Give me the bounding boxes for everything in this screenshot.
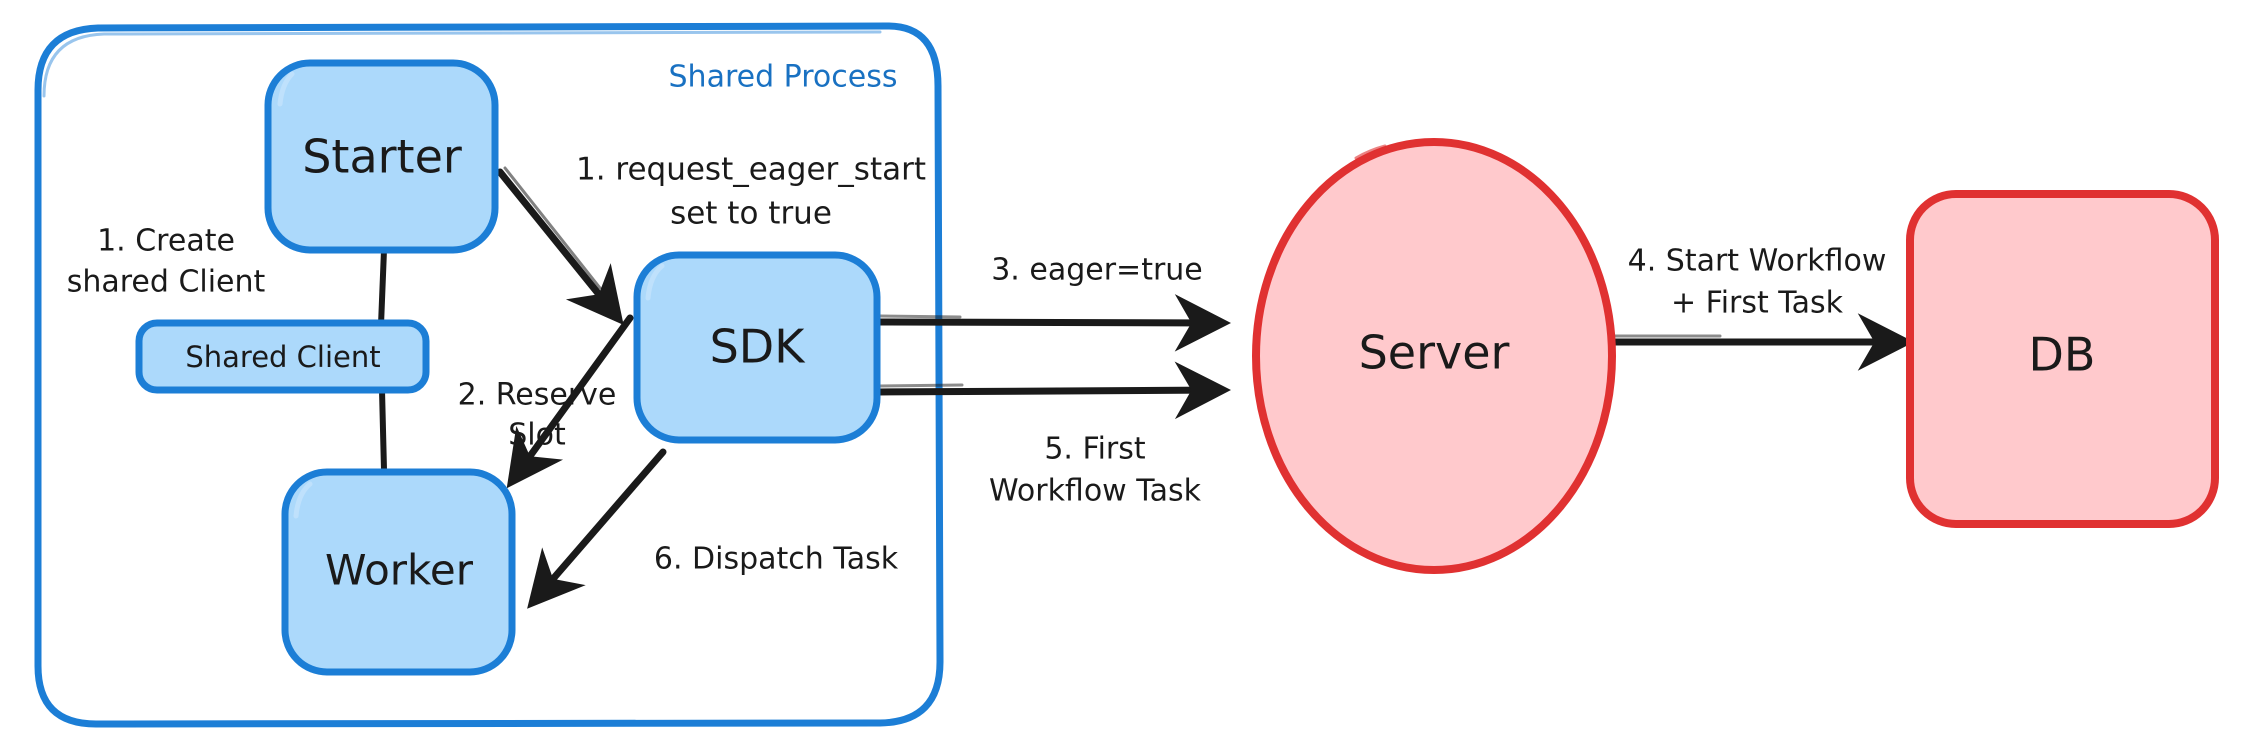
node-sdk-shape[interactable] bbox=[633, 251, 881, 444]
shared-process-border-sketch bbox=[42, 30, 882, 98]
node-db[interactable]: DB bbox=[1906, 190, 2219, 528]
edge-label-dispatch-task: 6. Dispatch Task bbox=[654, 542, 899, 577]
edge-first-workflow-task-line bbox=[874, 361, 1231, 420]
shared-process-border bbox=[34, 22, 944, 728]
node-worker-shape[interactable] bbox=[281, 468, 516, 676]
edge-label-eager-true: 3. eager=true bbox=[991, 253, 1203, 288]
edge-start-workflow bbox=[1606, 313, 1914, 371]
edge-eager-true-sketch bbox=[878, 314, 962, 319]
node-shared-client-label: Shared Client bbox=[185, 340, 380, 374]
edge-dispatch-task bbox=[527, 448, 667, 609]
node-server-shape[interactable] bbox=[1252, 138, 1616, 574]
edge-label-request-eager-start-line2: set to true bbox=[670, 196, 832, 232]
edge-label-eager-true-line1: 3. eager=true bbox=[991, 253, 1203, 288]
node-server-label: Server bbox=[1359, 326, 1510, 380]
edge-create-shared-client bbox=[378, 247, 387, 328]
node-starter[interactable]: Starter bbox=[264, 59, 499, 254]
edge-label-request-eager-start-line1: 1. request_eager_start bbox=[576, 152, 926, 188]
node-starter-label: Starter bbox=[302, 130, 462, 184]
group-label-shared-process: Shared Process bbox=[669, 60, 898, 95]
edge-label-first-workflow-task-line1: 5. First bbox=[1044, 432, 1146, 467]
edge-eager-true-line bbox=[874, 294, 1231, 352]
edge-label-create-shared-client: 1. Create shared Client bbox=[67, 224, 266, 300]
node-server-sketch bbox=[1354, 144, 1387, 160]
edge-label-dispatch-task-line1: 6. Dispatch Task bbox=[654, 542, 899, 577]
edge-request-eager-start bbox=[496, 166, 624, 325]
node-server[interactable]: Server bbox=[1252, 138, 1616, 574]
node-db-label: DB bbox=[2029, 328, 2096, 382]
edge-label-reserve-slot-line2: Slot bbox=[508, 418, 566, 453]
node-sdk[interactable]: SDK bbox=[633, 251, 881, 444]
edge-create-shared-client-line bbox=[378, 247, 387, 328]
edge-label-request-eager-start: 1. request_eager_start set to true bbox=[576, 152, 926, 232]
edge-label-start-workflow: 4. Start Workflow + First Task bbox=[1628, 244, 1887, 321]
group-shared-process: Shared Process bbox=[34, 22, 944, 728]
edge-eager-true bbox=[874, 294, 1231, 352]
node-db-shape[interactable] bbox=[1906, 190, 2219, 528]
edge-label-first-workflow-task: 5. First Workflow Task bbox=[989, 432, 1202, 509]
node-worker-label: Worker bbox=[325, 546, 474, 595]
edge-first-workflow-task-sketch bbox=[878, 383, 964, 388]
node-worker[interactable]: Worker bbox=[281, 468, 516, 676]
edge-label-first-workflow-task-line2: Workflow Task bbox=[989, 474, 1202, 509]
edge-dispatch-task-line bbox=[527, 448, 667, 609]
edge-label-reserve-slot-line1: 2. Reserve bbox=[458, 378, 617, 413]
edge-label-create-shared-client-line2: shared Client bbox=[67, 265, 266, 300]
edge-shared-client-worker bbox=[379, 387, 387, 473]
node-sdk-highlight bbox=[645, 263, 665, 301]
edge-label-start-workflow-line2: + First Task bbox=[1671, 286, 1844, 321]
edge-shared-client-worker-line bbox=[379, 387, 387, 473]
edge-reserve-slot bbox=[506, 314, 634, 489]
edge-reserve-slot-line bbox=[506, 314, 634, 489]
node-starter-highlight bbox=[277, 71, 295, 107]
edge-request-eager-start-sketch bbox=[503, 166, 602, 290]
node-worker-highlight bbox=[293, 481, 313, 519]
edge-label-start-workflow-line1: 4. Start Workflow bbox=[1628, 244, 1887, 279]
edge-request-eager-start-line bbox=[496, 168, 624, 325]
node-starter-shape[interactable] bbox=[264, 59, 499, 254]
edge-label-create-shared-client-line1: 1. Create bbox=[97, 224, 235, 259]
node-shared-client-shape[interactable] bbox=[135, 319, 430, 394]
edge-first-workflow-task bbox=[874, 361, 1231, 420]
node-sdk-label: SDK bbox=[710, 320, 807, 374]
node-shared-client[interactable]: Shared Client bbox=[135, 319, 430, 394]
edge-label-reserve-slot: 2. Reserve Slot bbox=[458, 378, 617, 453]
